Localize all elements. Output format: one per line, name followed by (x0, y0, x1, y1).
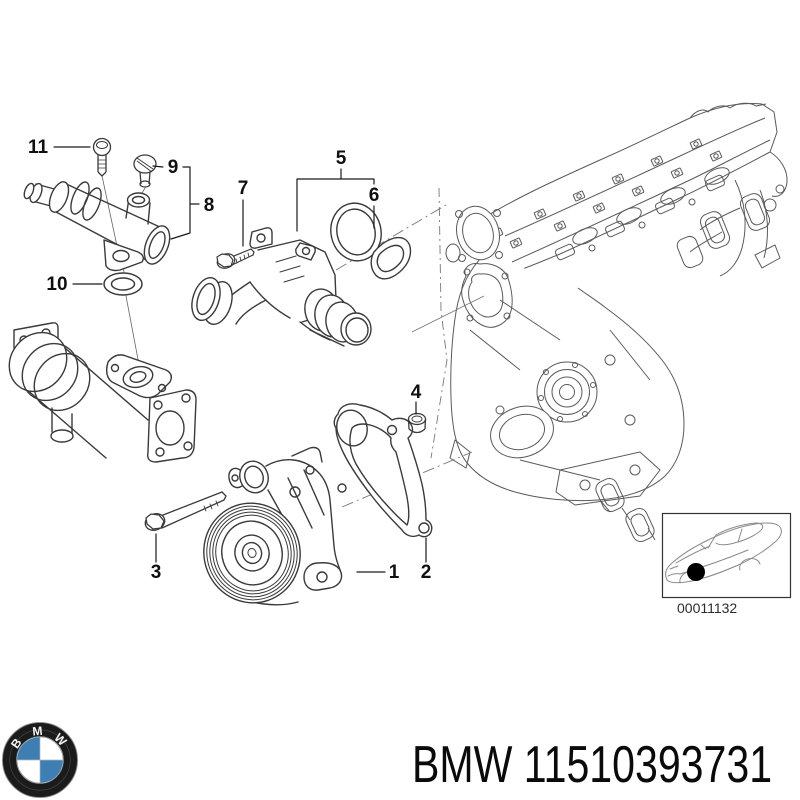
roundel-quadrant-blue-tl (17, 737, 40, 760)
callout-1[interactable]: 1 (356, 562, 400, 583)
callout-4[interactable]: 4 (411, 382, 422, 415)
svg-text:9: 9 (168, 157, 179, 178)
o-ring-10-drawing (103, 272, 143, 296)
svg-text:11: 11 (28, 137, 49, 158)
callout-11[interactable]: 11 (28, 137, 91, 158)
svg-text:7: 7 (238, 178, 249, 199)
part-number-text: BMW 11510393731 (412, 736, 773, 794)
callout-10[interactable]: 10 (46, 274, 103, 295)
svg-text:1: 1 (389, 562, 400, 583)
thermostat-housing-drawing (191, 227, 372, 347)
svg-text:5: 5 (336, 148, 347, 169)
callout-5[interactable]: 5 (296, 148, 375, 232)
roundel-quadrant-blue-br (40, 760, 63, 783)
engine-block-drawing (445, 102, 788, 543)
svg-text:8: 8 (204, 195, 215, 216)
callout-5-bracket (296, 168, 375, 232)
coolant-pipe-assembly-drawing (23, 175, 171, 371)
pump-pulley (203, 502, 301, 604)
callouts: 1 2 3 4 5 6 7 (28, 137, 431, 583)
callout-2[interactable]: 2 (421, 537, 432, 583)
callout-8-bracket (170, 166, 200, 240)
roundel-letter-m: M (32, 724, 43, 739)
callout-9[interactable]: 9 (152, 157, 179, 178)
vehicle-box-frame (661, 512, 792, 599)
vehicle-reference-box: 00011132 (661, 512, 792, 616)
callout-7[interactable]: 7 (238, 178, 249, 247)
callout-8[interactable]: 8 (170, 166, 215, 240)
profile-gasket-drawing (330, 202, 412, 280)
location-dot (687, 563, 705, 581)
water-pump-drawing (203, 446, 343, 606)
bmw-roundel-logo: B M W (1, 721, 79, 799)
plug-4-drawing (407, 412, 427, 434)
crank-seal-bore (536, 361, 598, 423)
svg-text:6: 6 (369, 185, 380, 206)
cam-cap-nuts (490, 138, 723, 249)
svg-text:3: 3 (151, 562, 162, 583)
bolt-9-drawing (133, 154, 157, 188)
diagram-code: 00011132 (677, 600, 737, 616)
exploded-parts-diagram: 00011132 1 2 3 4 5 (8, 102, 792, 616)
bolt-7-drawing (216, 248, 255, 269)
bolt-11-drawing (92, 137, 112, 177)
oil-cooler-drawing (8, 322, 197, 463)
callout-6[interactable]: 6 (369, 185, 380, 229)
svg-text:10: 10 (46, 274, 67, 295)
pump-gasket-drawing (333, 403, 433, 538)
svg-text:4: 4 (411, 382, 422, 403)
bolt-3-drawing (144, 491, 227, 531)
callout-3[interactable]: 3 (151, 533, 162, 583)
svg-text:2: 2 (421, 562, 432, 583)
callout-9-leader (152, 165, 164, 168)
intake-runners (676, 193, 771, 269)
